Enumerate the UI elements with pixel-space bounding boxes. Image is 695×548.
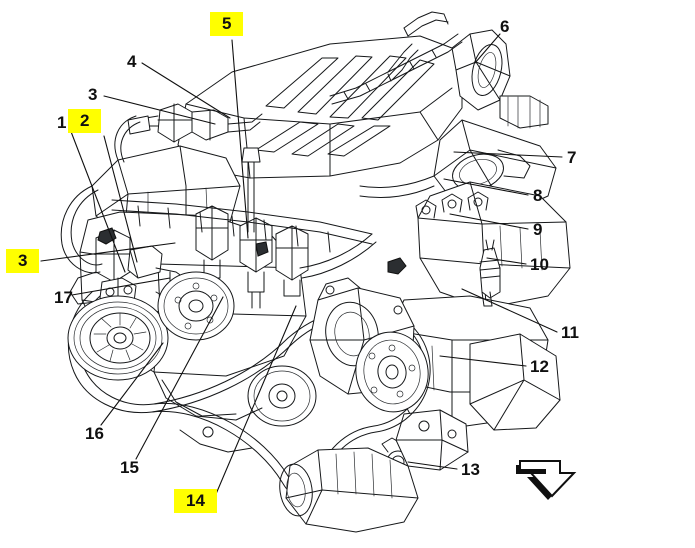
leader-line-2 — [103, 135, 138, 263]
belt-tensioner-pulley — [247, 365, 317, 427]
callout-number-16: 16 — [85, 424, 104, 443]
front-of-vehicle-arrow — [516, 460, 577, 500]
leader-line-1 — [69, 128, 126, 273]
leader-line-10 — [486, 257, 527, 265]
coolant-hoses-left — [60, 115, 141, 274]
callout-number-17: 17 — [54, 288, 73, 307]
callout-leader-lines — [40, 33, 563, 495]
vacuum-hose-upper — [329, 11, 463, 105]
leader-line-14 — [215, 305, 297, 495]
leader-line-15 — [135, 296, 224, 460]
power-steering-pulley — [355, 331, 429, 413]
callout-number-10: 10 — [530, 255, 549, 274]
leader-line-8 — [443, 178, 529, 196]
ignition-coil-pack-2 — [275, 225, 309, 297]
throttle-body-assembly — [451, 29, 549, 129]
leader-line-6 — [474, 33, 501, 64]
leader-line-9 — [449, 213, 529, 230]
leader-line-7 — [453, 151, 563, 158]
heater-hose-right — [299, 175, 435, 279]
transmission-bellhousing — [469, 333, 561, 431]
leader-line-5 — [231, 39, 249, 239]
manifold-cover-ribs — [255, 55, 435, 157]
leader-line-17 — [71, 277, 171, 296]
spark-plug — [479, 239, 501, 307]
callout-number-12: 12 — [530, 357, 549, 376]
callout-number-5: 5 — [210, 12, 244, 36]
dipstick-tube — [241, 147, 261, 233]
sensor-connectors — [97, 227, 407, 275]
throttle-cable-bracket — [127, 103, 263, 143]
ignition-coil-pack-3 — [195, 205, 229, 279]
leader-line-4 — [141, 62, 231, 119]
water-pump-pulley — [157, 271, 235, 341]
callout-number-9: 9 — [533, 220, 543, 239]
rear-cam-detail — [415, 191, 489, 219]
leader-line-12 — [439, 355, 527, 367]
callout-number-15: 15 — [120, 458, 139, 477]
leader-line-11 — [461, 288, 558, 333]
leader-line-3b — [40, 242, 176, 262]
callout-number-4: 4 — [127, 52, 137, 71]
callout-number-2: 2 — [68, 109, 102, 133]
callout-number-1: 1 — [57, 113, 67, 132]
callout-number-8: 8 — [533, 186, 543, 205]
crankshaft-pulley — [67, 295, 169, 381]
leader-line-16 — [100, 342, 164, 426]
callout-number-13: 13 — [461, 460, 480, 479]
callout-number-14: 14 — [174, 489, 217, 513]
leader-line-3 — [103, 95, 216, 125]
callout-number-7: 7 — [567, 148, 577, 167]
callout-number-3: 3 — [88, 85, 98, 104]
callout-number-3b: 3 — [6, 249, 40, 273]
leader-line-13 — [407, 461, 458, 470]
lower-left-bracket — [153, 371, 263, 453]
callout-number-11: 11 — [561, 323, 579, 342]
alternator — [279, 447, 419, 533]
callout-number-6: 6 — [500, 17, 510, 36]
